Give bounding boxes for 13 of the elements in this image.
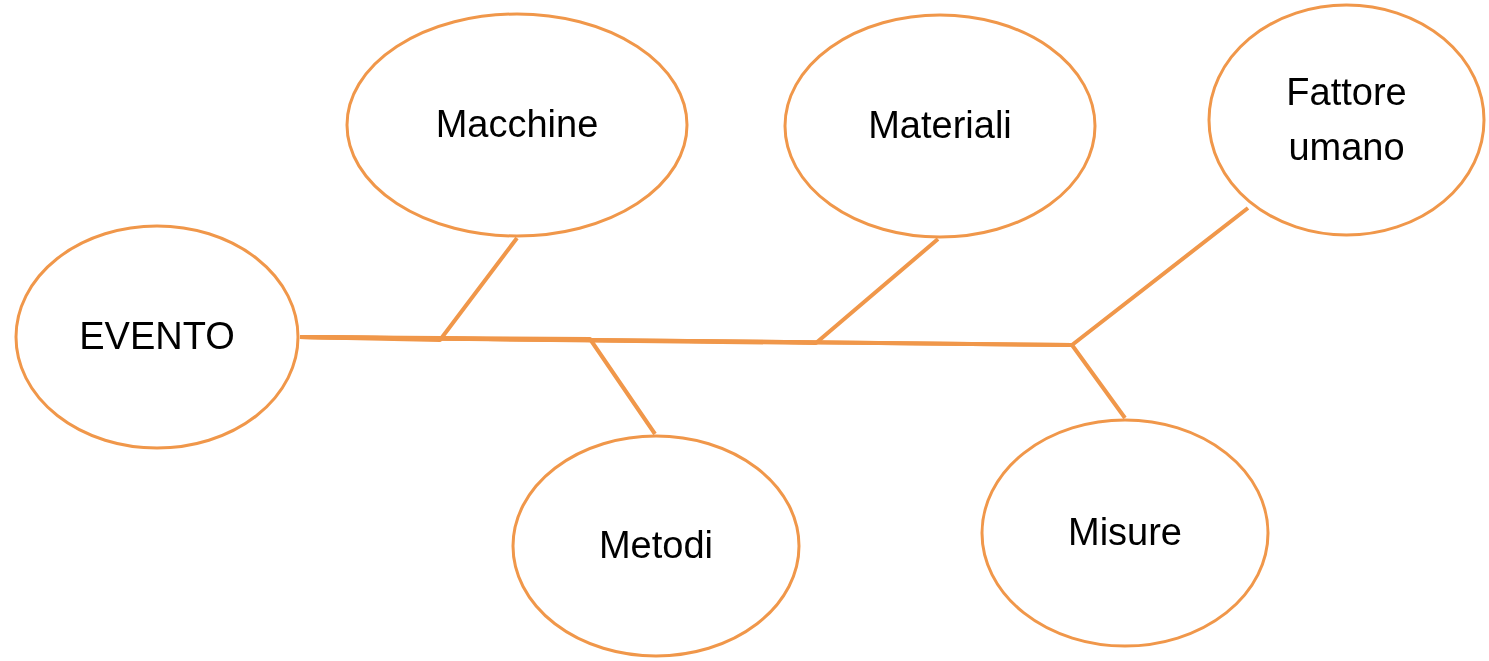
- cause-ellipse: [345, 12, 689, 238]
- cause-ellipse: [1207, 3, 1486, 237]
- node-label: Fattore umano: [1285, 69, 1408, 170]
- cause-ellipse: [980, 418, 1270, 648]
- node-label: Macchine: [435, 102, 599, 148]
- node-label: Materiali: [868, 103, 1012, 149]
- node-label: Metodi: [598, 523, 714, 569]
- cause-ellipse: [783, 13, 1097, 239]
- cause-ellipse: [14, 224, 300, 450]
- connector-line: [300, 335, 1127, 420]
- cause-ellipse: [511, 434, 801, 658]
- node-label: Misure: [1068, 510, 1182, 556]
- node-label: EVENTO: [79, 314, 235, 360]
